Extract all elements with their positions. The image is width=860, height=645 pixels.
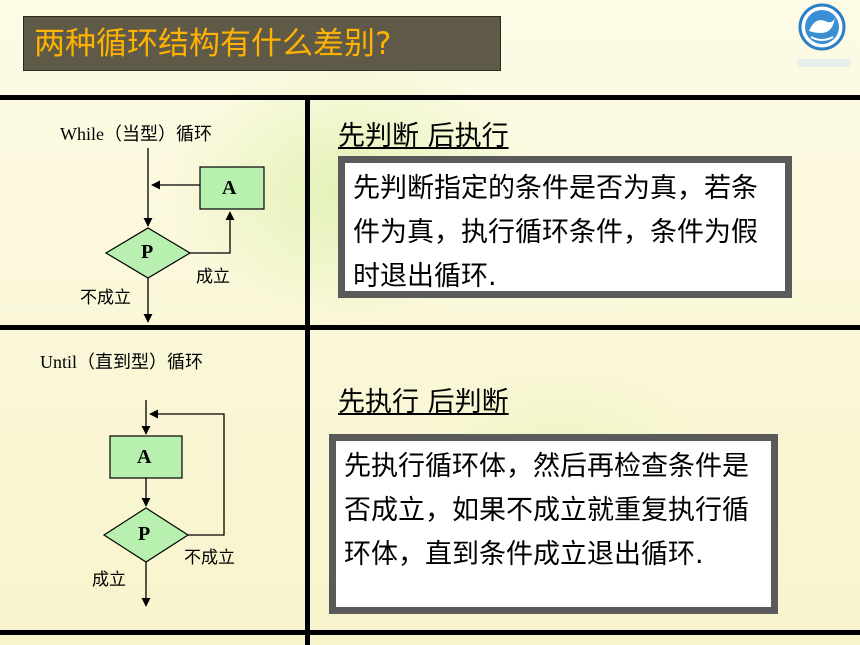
slide-title: 两种循环结构有什么差别? xyxy=(23,16,501,71)
table-border-middle xyxy=(0,325,860,330)
until-heading: 先执行 后判断 xyxy=(338,387,509,418)
until-description: 先执行循环体，然后再检查条件是否成立，如果不成立就重复执行循环体，直到条件成立退… xyxy=(329,434,778,614)
school-logo-icon xyxy=(795,3,855,73)
until-body-box xyxy=(109,435,183,479)
while-true-label: 成立 xyxy=(196,267,230,287)
while-body-box xyxy=(199,166,265,210)
while-flowchart xyxy=(104,148,265,323)
while-decision-label: P xyxy=(141,241,154,263)
until-flowchart xyxy=(102,400,225,607)
while-box-label: A xyxy=(222,177,237,199)
while-heading: 先判断 后执行 xyxy=(338,121,509,152)
until-loop-back-arrow xyxy=(149,409,225,536)
until-decision-label: P xyxy=(138,523,151,545)
until-false-label: 不成立 xyxy=(184,548,235,568)
while-diagram-title: While（当型）循环 xyxy=(60,124,212,144)
while-false-label: 不成立 xyxy=(80,288,131,308)
while-description: 先判断指定的条件是否为真，若条件为真，执行循环条件，条件为假时退出循环. xyxy=(338,156,792,298)
until-true-label: 成立 xyxy=(92,570,126,590)
until-box-label: A xyxy=(137,446,152,468)
table-border-vertical xyxy=(305,95,310,645)
table-border-top xyxy=(0,95,860,100)
table-border-bottom xyxy=(0,630,860,635)
until-diagram-title: Until（直到型）循环 xyxy=(40,352,204,372)
while-true-arrow xyxy=(190,211,235,254)
